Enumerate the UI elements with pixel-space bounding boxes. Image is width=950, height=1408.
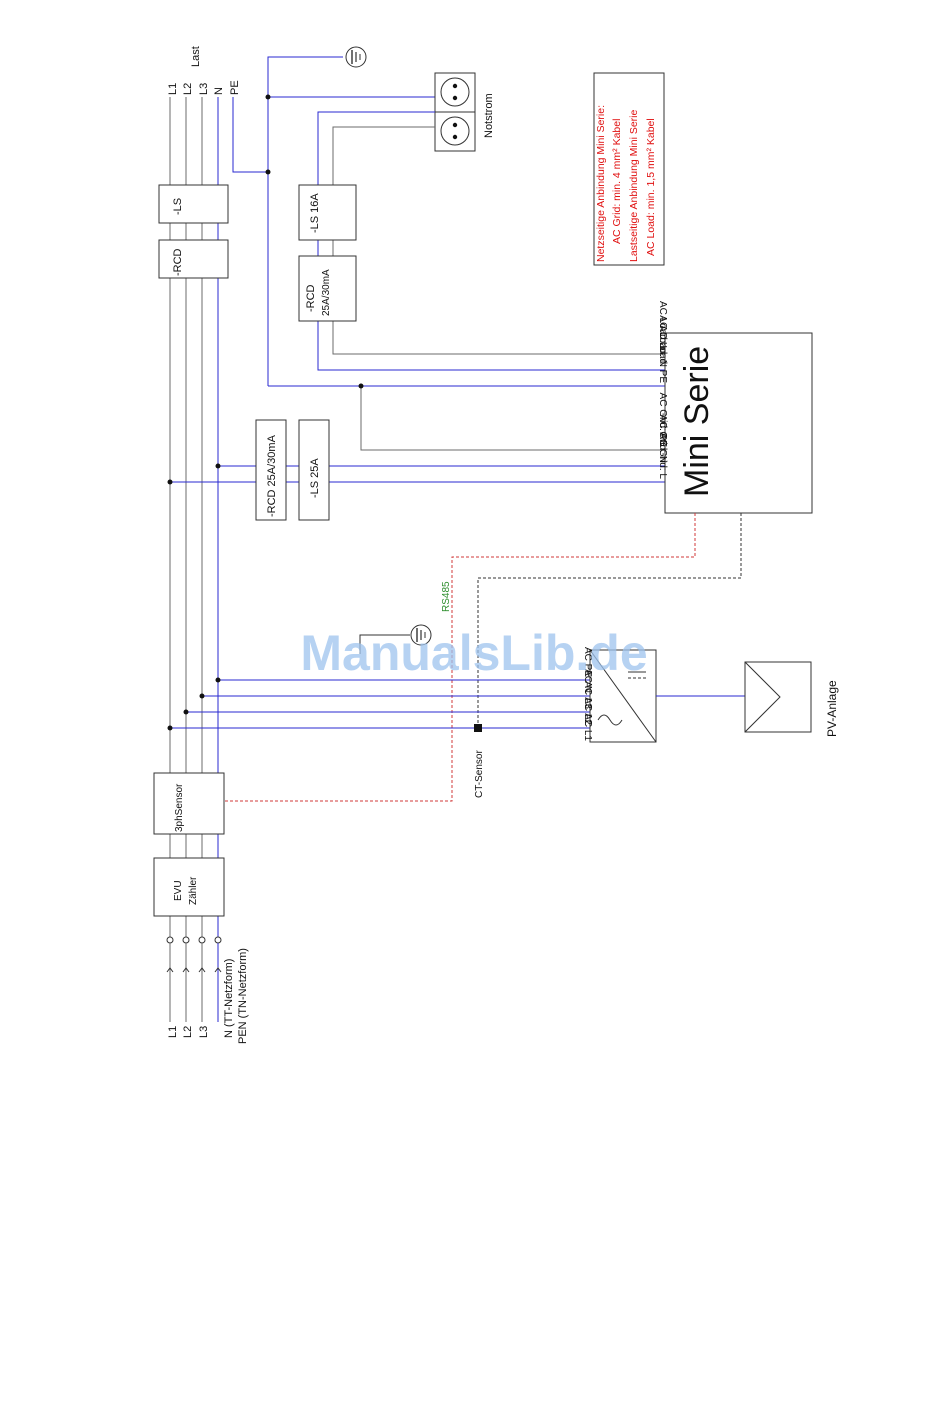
earth-symbol-top bbox=[345, 46, 367, 68]
inverter-port-grid-pe: AC Grid: PE bbox=[657, 393, 668, 448]
rcd-backup-label-2: 25A/30mA bbox=[321, 269, 332, 316]
junction-dot bbox=[167, 479, 173, 485]
meter-label-2: Zähler bbox=[188, 876, 199, 905]
inverter-port-grid-l: AC Grid: L bbox=[657, 432, 668, 479]
pv-label: PV-Anlage bbox=[825, 680, 839, 737]
junction-dot bbox=[265, 94, 271, 100]
earth-symbol-pv bbox=[359, 624, 432, 654]
grid-wire-pe bbox=[360, 386, 665, 451]
ls-backup-box bbox=[298, 184, 357, 241]
sensor-box bbox=[153, 772, 225, 835]
rcd-main-label: -RCD bbox=[172, 248, 184, 276]
ct-sensor-marker bbox=[474, 724, 482, 732]
note-line-2: AC Grid: min. 4 mm² Kabel bbox=[611, 119, 623, 244]
bus-pe bbox=[232, 97, 268, 173]
ls-backup-label: -LS 16A bbox=[309, 193, 321, 233]
backup-sockets bbox=[434, 72, 476, 152]
load-title: Last bbox=[190, 46, 202, 67]
junction-dot bbox=[265, 169, 271, 175]
meter-label-1: EVU bbox=[173, 880, 184, 901]
load-terminal-n: N bbox=[213, 87, 225, 95]
grid-terminal-markers bbox=[166, 936, 222, 944]
note-line-4: AC Load: min. 1,5 mm² Kabel bbox=[645, 118, 657, 256]
note-line-1: Netzseitige Anbindung Mini Serie: bbox=[595, 105, 607, 262]
backup-wire-n bbox=[317, 111, 665, 371]
pv-inverter-symbol bbox=[589, 649, 657, 743]
ls-main-label: -LS bbox=[172, 198, 184, 215]
inverter-port-load-l: AC Load: L bbox=[657, 301, 668, 351]
rs485-label: RS485 bbox=[441, 581, 452, 612]
note-box bbox=[593, 72, 665, 266]
load-terminal-l2: L2 bbox=[182, 83, 194, 95]
pv-port-ac-n: AC N bbox=[582, 669, 593, 693]
rcd-main-box bbox=[158, 239, 229, 279]
grid-terminal-l2: L2 bbox=[182, 1026, 194, 1038]
grid-feed-lines bbox=[166, 943, 222, 1022]
ls-grid-box bbox=[298, 419, 330, 521]
pv-port-ac-l3: AC L3 bbox=[582, 681, 593, 709]
rcd-grid-box bbox=[255, 419, 287, 521]
pe-earth-wire bbox=[267, 56, 343, 386]
ls-grid-label: -LS 25A bbox=[309, 458, 321, 498]
ct-line bbox=[477, 513, 742, 728]
grid-terminal-l1: L1 bbox=[167, 1026, 179, 1038]
grid-terminal-pen: PEN (TN-Netzform) bbox=[237, 948, 249, 1044]
grid-wiring bbox=[170, 386, 665, 483]
grid-terminal-l3: L3 bbox=[198, 1026, 210, 1038]
ls-main-box bbox=[158, 184, 229, 224]
junction-dot bbox=[167, 725, 173, 731]
note-line-3: Lastseitige Anbindung Mini Serie bbox=[628, 109, 640, 262]
junction-dot bbox=[215, 463, 221, 469]
pv-panel-symbol bbox=[744, 661, 812, 733]
load-terminal-pe: PE bbox=[229, 80, 241, 95]
load-terminal-l3: L3 bbox=[198, 83, 210, 95]
junction-dot bbox=[358, 383, 364, 389]
rcd-backup-label-1: -RCD bbox=[305, 284, 317, 312]
sensor-label: 3phSensor bbox=[174, 783, 185, 832]
pe-backbone bbox=[267, 56, 665, 387]
pv-port-ac-pe: AC PE bbox=[582, 647, 593, 677]
inverter-port-load-pe: AC Load: PE bbox=[657, 325, 668, 383]
meter-box bbox=[153, 857, 225, 917]
junction-dot bbox=[215, 677, 221, 683]
pv-ac-wiring bbox=[170, 679, 590, 729]
comm-lines bbox=[225, 513, 742, 802]
inverter-port-load-n: AC Load: N bbox=[657, 315, 668, 367]
ct-sensor-label: CT-Sensor bbox=[474, 750, 485, 798]
mini-serie-box bbox=[664, 332, 813, 514]
pv-port-ac-l2: AC L2 bbox=[582, 697, 593, 725]
rcd-backup-box bbox=[298, 255, 357, 322]
load-terminal-l1: L1 bbox=[167, 83, 179, 95]
load-terminal-labels: Last L1 L2 L3 N PE bbox=[167, 46, 241, 95]
junction-dot bbox=[199, 693, 205, 699]
backup-label: Notstrom bbox=[483, 93, 495, 138]
rs485-line bbox=[225, 513, 696, 802]
grid-terminal-n: N (TT-Netzform) bbox=[223, 959, 235, 1038]
inverter-port-grid-n: AC Grid: N bbox=[657, 415, 668, 463]
rcd-grid-label: -RCD 25A/30mA bbox=[266, 434, 278, 517]
watermark: ManualsLib.de bbox=[300, 625, 647, 681]
junction-dot bbox=[183, 709, 189, 715]
pv-port-ac-l1: AC L1 bbox=[582, 713, 593, 741]
mini-serie-title: Mini Serie bbox=[678, 346, 716, 497]
